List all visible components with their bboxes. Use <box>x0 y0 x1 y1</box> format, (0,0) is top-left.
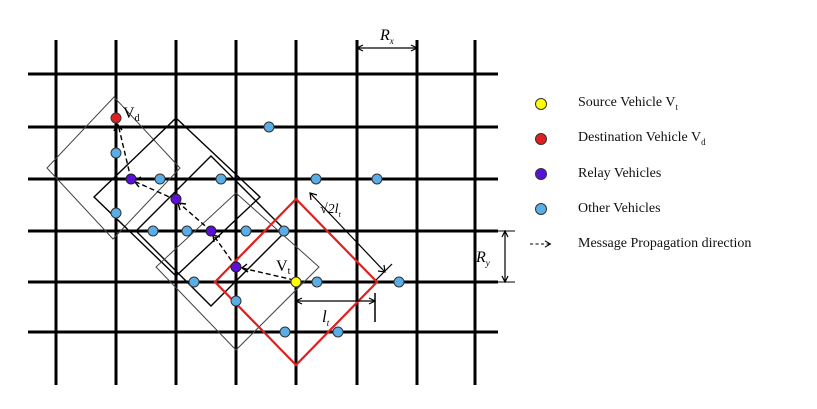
relay-dot-icon <box>535 167 547 180</box>
lt-label: lt <box>322 307 330 328</box>
legend-label: Message Propagation direction <box>578 235 752 251</box>
other-vehicle <box>188 276 200 288</box>
propagation-segment <box>179 203 212 232</box>
other-vehicle <box>279 326 291 338</box>
ry-dimension <box>498 229 515 284</box>
other-vehicles <box>110 121 405 338</box>
other-vehicle <box>110 207 122 219</box>
legend-marker <box>530 202 552 215</box>
other-vehicle <box>263 121 275 133</box>
arrow-left-icon <box>294 297 303 305</box>
legend-label: Other Vehicles <box>578 200 661 216</box>
coverage-square <box>155 192 320 351</box>
legend-item-destination: Destination Vehicle Vd <box>530 121 815 156</box>
destination-dot-icon <box>535 132 547 145</box>
legend-marker <box>530 97 552 110</box>
other-vehicle <box>311 276 323 288</box>
rx-dimension <box>355 44 419 52</box>
arrow-upleft-icon <box>309 192 318 201</box>
sqrt2-lt-label: √2lt <box>320 202 342 219</box>
other-vehicle <box>240 225 252 237</box>
destination-vehicle <box>110 112 122 124</box>
arrow-right-icon <box>410 44 419 52</box>
arrow-downright-icon <box>377 264 386 273</box>
propagation-segment <box>241 267 295 281</box>
other-vehicle <box>230 295 242 307</box>
legend-marker <box>530 167 552 180</box>
source-dot-icon <box>535 97 547 110</box>
other-vehicle <box>110 147 122 159</box>
other-dot-icon <box>535 202 547 215</box>
legend-item-direction: Message Propagation direction <box>530 226 815 261</box>
sqrt2-lt-dimension-line <box>309 192 386 273</box>
other-vehicle <box>154 173 166 185</box>
lt-dimension <box>294 293 377 322</box>
arrow-left-icon <box>355 44 364 52</box>
arrow-up-icon <box>113 122 123 132</box>
other-vehicle <box>393 276 405 288</box>
source-coverage-square <box>213 197 379 367</box>
legend-item-other: Other Vehicles <box>530 191 815 226</box>
legend-label: Destination Vehicle Vd <box>578 130 706 147</box>
propagation-segment <box>213 235 237 268</box>
legend-label: Source Vehicle Vt <box>578 95 678 112</box>
other-vehicle <box>310 173 322 185</box>
relay-vehicle <box>205 225 217 237</box>
other-vehicle <box>371 173 383 185</box>
relay-vehicle <box>170 193 182 205</box>
source-vehicle-label: Vt <box>276 258 291 277</box>
coverage-square <box>92 117 262 277</box>
other-vehicle <box>332 326 344 338</box>
legend-marker <box>530 132 552 145</box>
destination-vehicle-label: Vd <box>123 105 140 124</box>
relay-vehicle <box>125 173 137 185</box>
rx-label: Rx <box>379 27 394 46</box>
sqrt2-lt-extension-line <box>375 263 393 281</box>
dashed-arrow-icon <box>530 239 552 248</box>
other-vehicle <box>181 225 193 237</box>
other-vehicle <box>278 225 290 237</box>
legend: Source Vehicle Vt Destination Vehicle Vd… <box>530 86 815 261</box>
propagation-segment <box>117 123 132 180</box>
legend-item-source: Source Vehicle Vt <box>530 86 815 121</box>
legend-item-relay: Relay Vehicles <box>530 156 815 191</box>
arrow-left-icon <box>240 263 249 273</box>
coverage-square <box>135 155 287 307</box>
relay-coverage-squares <box>46 96 379 367</box>
propagation-segment <box>135 181 177 201</box>
other-vehicle <box>215 173 227 185</box>
source-vehicle <box>290 276 302 288</box>
legend-label: Relay Vehicles <box>578 165 662 181</box>
relay-vehicle <box>230 261 242 273</box>
relay-vehicles <box>125 173 242 273</box>
other-vehicle <box>147 225 159 237</box>
ry-label: Ry <box>475 249 490 268</box>
vertical-roads <box>54 40 477 385</box>
sqrt2-lt-dimension <box>309 192 393 281</box>
message-propagation-path <box>117 123 295 281</box>
coverage-square <box>46 96 181 240</box>
legend-marker <box>530 239 552 249</box>
